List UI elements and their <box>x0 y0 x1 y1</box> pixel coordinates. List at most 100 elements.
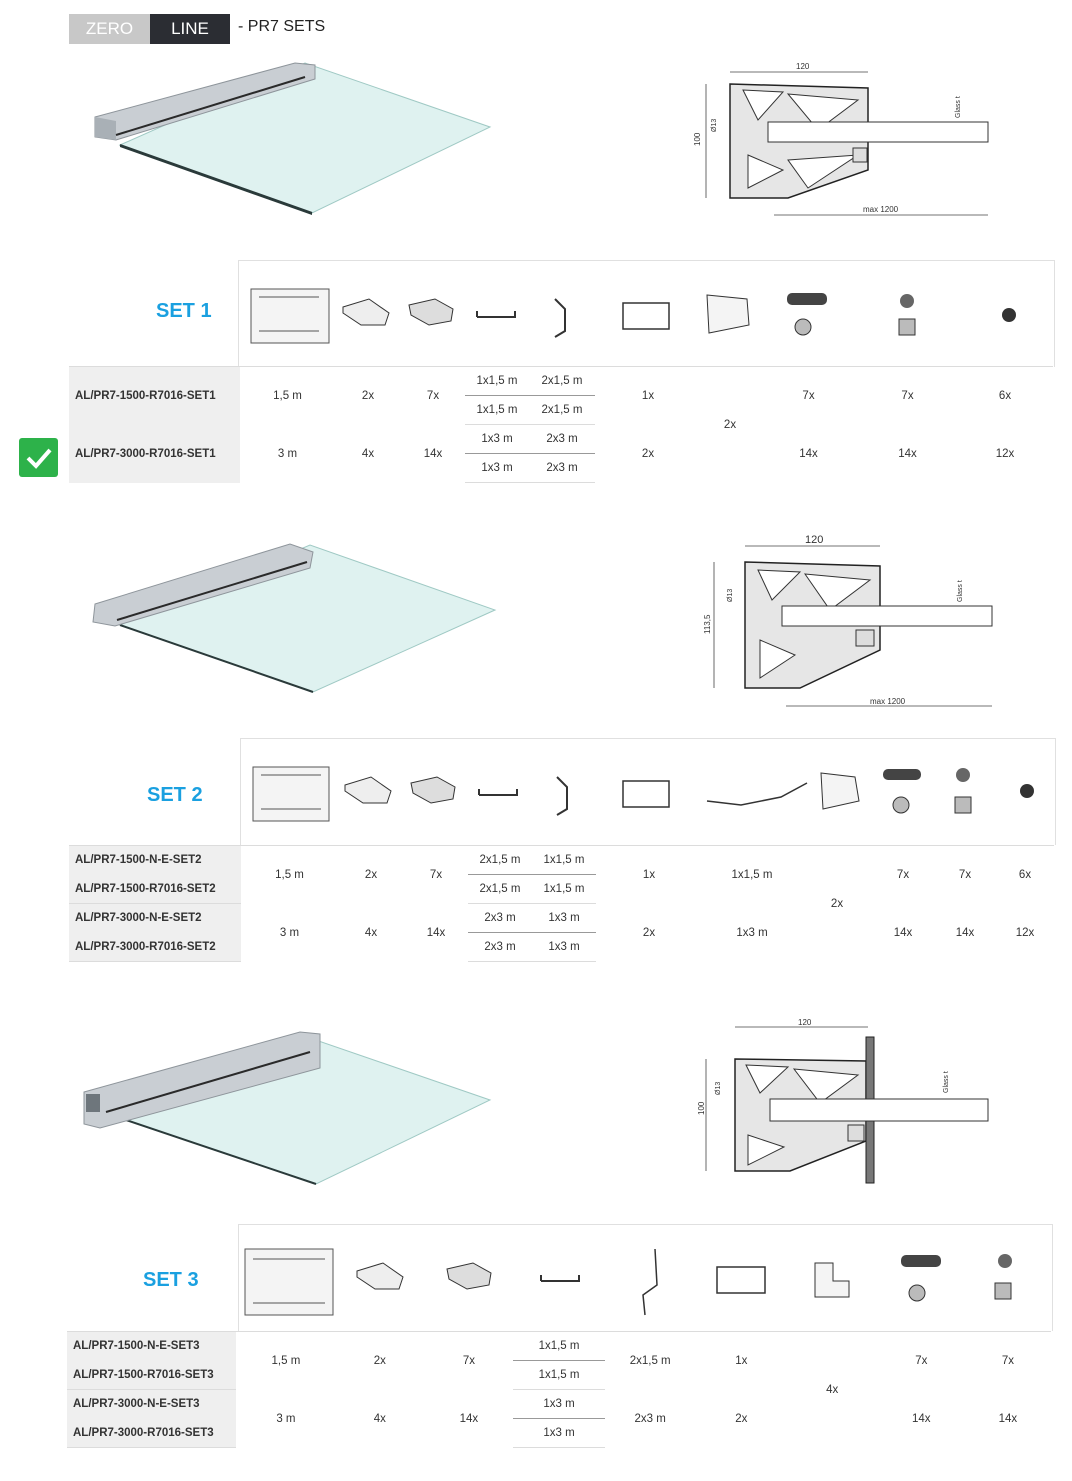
set1-length-1: 1,5 m <box>240 366 335 425</box>
cover-icon <box>622 780 670 808</box>
profile-icon <box>244 1248 334 1316</box>
set1-icon-row <box>238 260 1055 367</box>
set1-r1-c9: 7x <box>858 366 957 425</box>
set1-r2-c10: 12x <box>995 447 1015 460</box>
set3-g1-c4a: 1x1,5 m <box>513 1331 605 1361</box>
set3-g1-c6: 1x <box>695 1331 787 1390</box>
gasket-icon <box>476 311 516 318</box>
set3-icon-row <box>238 1224 1053 1331</box>
set3-g1-c3: 7x <box>424 1331 514 1390</box>
set2-g2-c11: 12x <box>1015 926 1035 939</box>
set3-code-1: AL/PR7-1500-N-E-SET3 <box>67 1331 237 1361</box>
height-label-2: 113,5 <box>703 614 712 634</box>
width-label: 120 <box>796 62 810 71</box>
max-label: max 1200 <box>863 205 899 214</box>
set1-r1-c4a: 1x1,5 m <box>465 366 529 396</box>
washer-icon <box>898 318 916 336</box>
screw-icon <box>1002 308 1016 322</box>
height-label-3: 100 <box>697 1101 706 1115</box>
set2-g2-c6: 2x <box>642 926 656 939</box>
set1-r2-c6: 2x <box>641 447 655 460</box>
hole-label: Ø13 <box>711 119 718 132</box>
brand-zero: ZERO <box>69 14 150 44</box>
set2-g1-c11: 6x <box>996 845 1054 904</box>
set3-g2-c4b: 1x3 m <box>513 1418 605 1448</box>
set1-r2-c9: 14x <box>898 447 917 460</box>
end-cap-icon <box>344 776 392 804</box>
seal-icon <box>554 298 566 338</box>
seal-icon <box>642 1248 658 1316</box>
set1-r2-c3: 14x <box>423 447 443 460</box>
set3-code-2: AL/PR7-1500-R7016-SET3 <box>67 1360 237 1390</box>
set1-r2-c4b: 1x3 m <box>465 453 529 483</box>
set2-g1-c2: 2x <box>338 845 404 904</box>
set3-g1-c4b: 1x1,5 m <box>513 1360 605 1390</box>
set1-table: AL/PR7-1500-R7016-SET1 1,5 m 2x 7x 1x1,5… <box>69 366 1053 483</box>
set1-code-2: AL/PR7-3000-R7016-SET1 <box>69 424 240 483</box>
bracket-icon <box>814 1262 850 1298</box>
set3-g2-c2: 4x <box>373 1412 386 1425</box>
set2-code-4: AL/PR7-3000-R7016-SET2 <box>69 932 241 962</box>
set3-g1-c5: 2x1,5 m <box>604 1331 696 1390</box>
screw-icon <box>1020 784 1034 798</box>
set3-code-3: AL/PR7-3000-N-E-SET3 <box>67 1389 237 1419</box>
glass-label: Glass t <box>955 96 962 118</box>
plate-icon <box>706 294 750 334</box>
profile-drawing-1: 120 100 Ø13 Glass t max 1200 <box>693 62 989 216</box>
set2-g1-c5a: 1x1,5 m <box>532 845 596 875</box>
canopy-illustration-3 <box>83 1031 492 1185</box>
nut-icon <box>794 318 812 336</box>
glass-label-3: Glass t <box>943 1071 950 1093</box>
end-cap-icon <box>342 298 390 326</box>
width-label-3: 120 <box>798 1018 812 1027</box>
clamp-icon <box>446 1262 492 1290</box>
set1-r2-c2: 4x <box>361 447 375 460</box>
set2-g1-c7: 1x1,5 m <box>702 845 802 904</box>
set3-g2-c3: 14x <box>459 1412 479 1425</box>
seal-icon <box>556 776 568 816</box>
set2-g2-c5b: 1x3 m <box>532 932 596 962</box>
set2-code-3: AL/PR7-3000-N-E-SET2 <box>69 903 241 933</box>
set2-g1-c5b: 1x1,5 m <box>532 874 596 904</box>
set1-r2-c8: 14x <box>799 447 818 460</box>
set2-g1-c10: 7x <box>934 845 996 904</box>
set2-g1-c9: 7x <box>872 845 934 904</box>
set3-label: SET 3 <box>143 1269 199 1291</box>
set2-g1-c4a: 2x1,5 m <box>468 845 532 875</box>
set2-g2-c2: 4x <box>364 926 378 939</box>
nut-icon <box>892 796 910 814</box>
set2-g2-c7: 1x3 m <box>736 926 768 939</box>
set1-label: SET 1 <box>156 300 212 322</box>
glass-label-2: Glass t <box>957 580 964 602</box>
drip-profile-icon <box>706 782 808 806</box>
set2-g1-c4b: 2x1,5 m <box>468 874 532 904</box>
set2-label: SET 2 <box>147 784 203 806</box>
set3-g2-c4a: 1x3 m <box>513 1389 605 1419</box>
max-label-2: max 1200 <box>870 697 906 706</box>
plate-icon <box>820 772 860 810</box>
set2-g1-length: 1,5 m <box>241 845 338 904</box>
clamp-icon <box>410 776 456 804</box>
set3-code-4: AL/PR7-3000-R7016-SET3 <box>67 1418 237 1448</box>
set1-r1-c6: 1x <box>595 366 701 425</box>
anchor-icon <box>901 1255 941 1267</box>
set3-g1-c9: 7x <box>964 1331 1051 1390</box>
set2-code-2: AL/PR7-1500-R7016-SET2 <box>69 874 241 904</box>
set1-r1-c10: 6x <box>957 366 1053 425</box>
set2-g1-c3: 7x <box>404 845 468 904</box>
selected-check-icon[interactable] <box>19 438 58 477</box>
bolt-icon <box>956 768 970 782</box>
set3-g2-length: 3 m <box>276 1412 296 1425</box>
set2-g1-c6: 1x <box>596 845 702 904</box>
set1-r1-c5b: 2x1,5 m <box>529 395 595 425</box>
set2-g2-c4a: 2x3 m <box>468 903 532 933</box>
set3-table: AL/PR7-1500-N-E-SET3 1,5 m 2x 7x 1x1,5 m… <box>67 1331 1051 1448</box>
set2-g2-length: 3 m <box>279 926 300 939</box>
set3-g2-c9: 14x <box>998 1412 1018 1425</box>
profile-icon <box>252 766 330 822</box>
canopy-illustration-1 <box>94 62 492 215</box>
cover-icon <box>622 302 670 330</box>
set1-code-1: AL/PR7-1500-R7016-SET1 <box>69 366 240 425</box>
anchor-icon <box>883 769 921 780</box>
set2-g2-c9: 14x <box>893 926 913 939</box>
